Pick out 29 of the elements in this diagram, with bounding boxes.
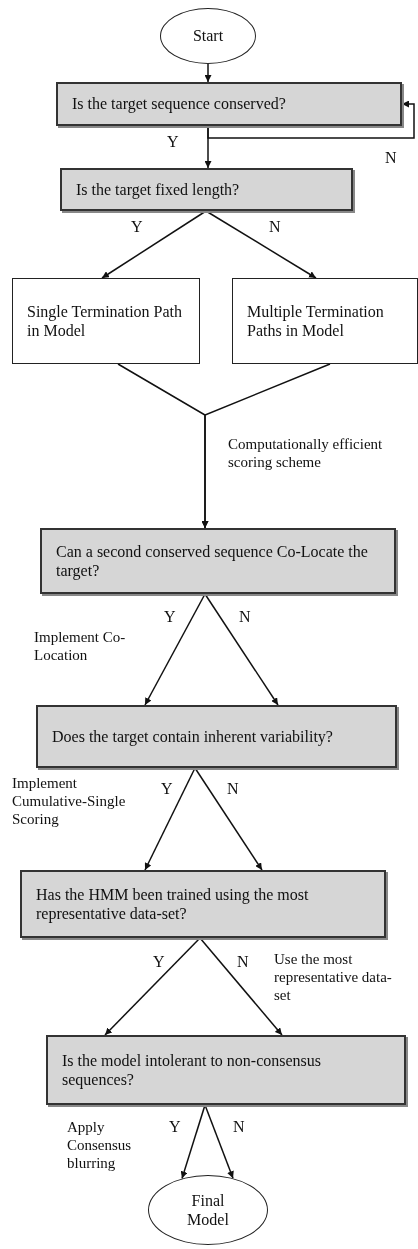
node-text: Has the HMM been trained using the most representative data-set? [36,884,310,924]
decision-box [56,82,402,126]
arrow [199,937,283,1036]
arrow [144,767,196,871]
node-text: Single Termination Path in Model [27,301,183,341]
node-text: Can a second conserved sequence Co-Locate the target? [56,541,369,581]
arrow [201,363,331,529]
process-box [232,278,418,364]
decision-box [46,1035,406,1105]
node-text: Is the target fixed length? [76,179,240,200]
process-box [12,278,200,364]
decision-box [40,528,396,594]
arrow [204,63,212,83]
node-text: Is the target sequence conserved? [72,94,286,114]
arrow [194,767,263,871]
decision-box [36,705,397,768]
node-text: Is the model intolerant to non-consensus sequences? [62,1050,323,1090]
arrow [207,100,415,139]
node-text: Multiple Termination Paths in Model [247,301,385,341]
node-text: Final Model [186,1190,230,1230]
arrow [204,1104,234,1179]
decision-box [20,870,386,938]
arrow [144,593,206,706]
arrow [204,593,279,706]
node-text: Start [191,26,225,46]
decision-box [60,168,353,211]
node-text: Does the target contain inherent variability? [52,726,333,747]
arrow [104,937,201,1036]
arrow [180,1104,206,1180]
